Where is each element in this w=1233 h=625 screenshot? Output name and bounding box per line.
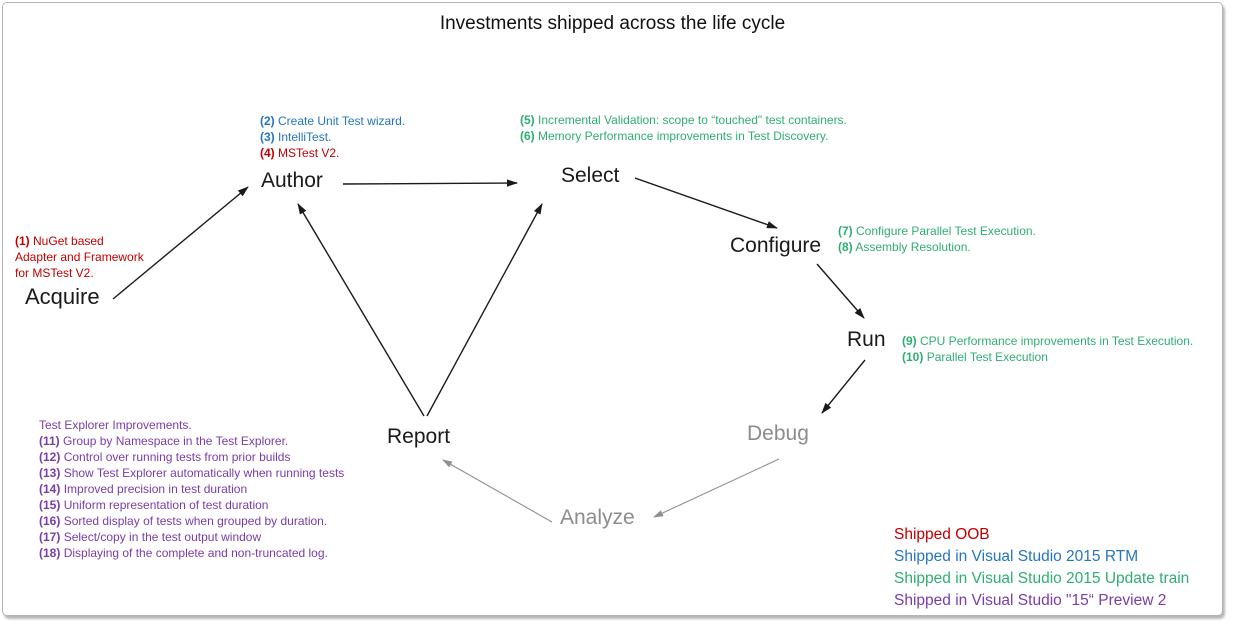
note-line: (15) Uniform representation of test dura… <box>39 497 344 513</box>
note-line: (5) Incremental Validation: scope to “to… <box>520 112 847 128</box>
legend-item-vs2015-rtm: Shipped in Visual Studio 2015 RTM <box>894 548 1139 565</box>
node-acquire: Acquire <box>25 284 100 309</box>
node-analyze: Analyze <box>560 506 635 529</box>
note-number: (13) <box>39 466 61 480</box>
note-number: (14) <box>39 482 61 496</box>
note-line: (8) Assembly Resolution. <box>838 239 1036 255</box>
note-text: MSTest V2. <box>278 146 340 160</box>
note-number: (17) <box>39 530 61 544</box>
legend-item-shipped-oob: Shipped OOB <box>894 526 990 543</box>
note-line: (18) Displaying of the complete and non-… <box>39 545 344 561</box>
diagram-canvas: Investments shipped across the life cycl… <box>2 2 1223 616</box>
note-block-select: (5) Incremental Validation: scope to “to… <box>520 112 847 144</box>
note-block-configure: (7) Configure Parallel Test Execution. (… <box>838 223 1036 255</box>
note-number: (7) <box>838 224 853 238</box>
note-text: Select/copy in the test output window <box>63 530 262 544</box>
note-number: (9) <box>902 334 917 348</box>
note-block-acquire: (1) NuGet based Adapter and Framework fo… <box>15 233 144 281</box>
note-text: Improved precision in test duration <box>63 482 248 496</box>
note-text: Group by Namespace in the Test Explorer. <box>63 434 289 448</box>
note-line: (13) Show Test Explorer automatically wh… <box>39 465 344 481</box>
note-text: Uniform representation of test duration <box>63 498 269 512</box>
note-line: for MSTest V2. <box>15 265 144 281</box>
legend-item-vs2015-update-train: Shipped in Visual Studio 2015 Update tra… <box>894 570 1190 587</box>
note-text: Adapter and Framework <box>15 250 144 264</box>
note-line: (12) Control over running tests from pri… <box>39 449 344 465</box>
arrow-report-to-author <box>297 203 425 417</box>
note-line: (1) NuGet based <box>15 233 144 249</box>
note-number: (2) <box>260 114 275 128</box>
arrow-configure-to-run <box>816 263 865 319</box>
page-title: Investments shipped across the life cycl… <box>439 13 786 34</box>
note-line: (14) Improved precision in test duration <box>39 481 344 497</box>
note-text: Sorted display of tests when grouped by … <box>63 514 328 528</box>
note-text: Create Unit Test wizard. <box>278 114 406 128</box>
note-line: Adapter and Framework <box>15 249 144 265</box>
node-debug: Debug <box>747 422 809 445</box>
note-line: (17) Select/copy in the test output wind… <box>39 529 344 545</box>
note-line: (16) Sorted display of tests when groupe… <box>39 513 344 529</box>
note-number: (18) <box>39 546 61 560</box>
note-line: (11) Group by Namespace in the Test Expl… <box>39 433 344 449</box>
note-line: (2) Create Unit Test wizard. <box>260 113 405 129</box>
arrow-debug-to-analyze <box>653 458 780 518</box>
note-text: Configure Parallel Test Execution. <box>856 224 1036 238</box>
note-number: (5) <box>520 113 535 127</box>
note-number: (3) <box>260 130 275 144</box>
node-author: Author <box>261 169 323 192</box>
node-select: Select <box>561 164 620 187</box>
note-text: Incremental Validation: scope to “touche… <box>538 113 847 127</box>
note-number: (8) <box>838 240 853 254</box>
arrow-author-to-select <box>342 179 518 187</box>
note-text: CPU Performance improvements in Test Exe… <box>920 334 1194 348</box>
note-line: Test Explorer Improvements. <box>39 417 344 433</box>
note-line: (7) Configure Parallel Test Execution. <box>838 223 1036 239</box>
note-text: Displaying of the complete and non-trunc… <box>63 546 328 560</box>
note-number: (16) <box>39 514 61 528</box>
note-text: Assembly Resolution. <box>855 240 971 254</box>
note-line: (6) Memory Performance improvements in T… <box>520 128 847 144</box>
legend: Shipped OOB Shipped in Visual Studio 201… <box>894 524 1189 612</box>
note-text: Control over running tests from prior bu… <box>63 450 291 464</box>
note-line: (9) CPU Performance improvements in Test… <box>902 333 1193 349</box>
note-block-run: (9) CPU Performance improvements in Test… <box>902 333 1193 365</box>
arrow-run-to-debug <box>821 359 866 414</box>
note-number: (15) <box>39 498 61 512</box>
note-block-report: Test Explorer Improvements. (11) Group b… <box>39 417 344 561</box>
arrow-report-to-select <box>426 203 543 417</box>
note-block-author: (2) Create Unit Test wizard. (3) Intelli… <box>260 113 405 161</box>
node-run: Run <box>847 328 886 351</box>
note-text: Memory Performance improvements in Test … <box>538 129 829 143</box>
note-number: (4) <box>260 146 275 160</box>
node-report: Report <box>387 425 451 448</box>
arrow-select-to-configure <box>634 177 778 229</box>
note-number: (11) <box>39 434 60 448</box>
note-text: Test Explorer Improvements. <box>39 418 192 432</box>
legend-item-vs15-preview2: Shipped in Visual Studio "15“ Preview 2 <box>894 592 1167 609</box>
note-text: Parallel Test Execution <box>926 350 1048 364</box>
note-text: IntelliTest. <box>278 130 332 144</box>
note-line: (4) MSTest V2. <box>260 145 405 161</box>
node-configure: Configure <box>730 234 822 257</box>
arrow-analyze-to-report <box>442 459 553 523</box>
note-text: for MSTest V2. <box>15 266 94 280</box>
note-number: (10) <box>902 350 924 364</box>
note-line: (3) IntelliTest. <box>260 129 405 145</box>
note-number: (1) <box>15 234 30 248</box>
note-line: (10) Parallel Test Execution <box>902 349 1193 365</box>
note-text: NuGet based <box>33 234 104 248</box>
note-number: (6) <box>520 129 535 143</box>
note-text: Show Test Explorer automatically when ru… <box>63 466 345 480</box>
note-number: (12) <box>39 450 61 464</box>
